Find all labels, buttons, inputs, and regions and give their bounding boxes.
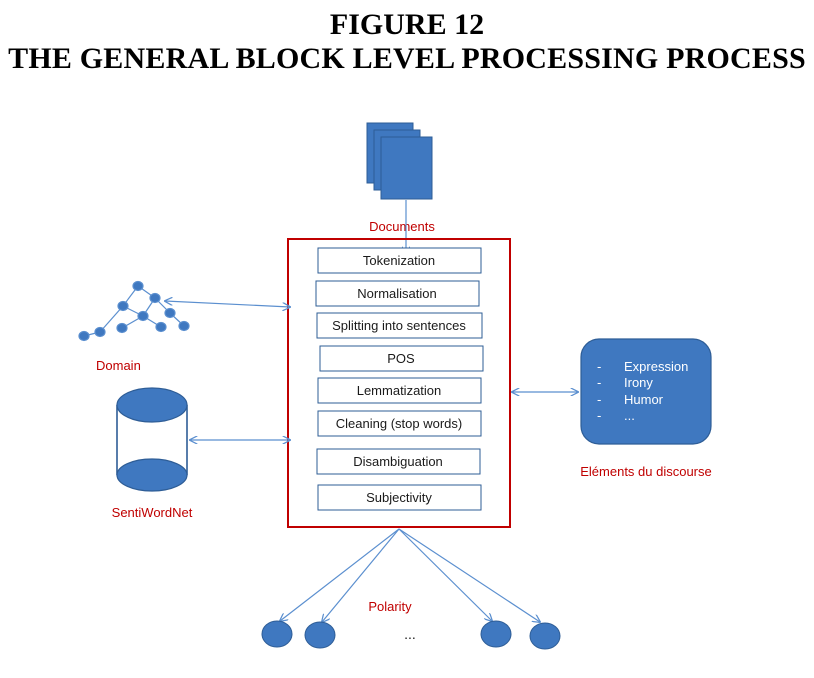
polarity-arrows — [280, 528, 540, 622]
domain-label: Domain — [96, 358, 141, 373]
step-label: Normalisation — [357, 286, 436, 301]
step-cleaning — [317, 410, 482, 437]
step-label: Lemmatization — [357, 383, 442, 398]
polarity-label: Polarity — [368, 599, 412, 614]
step-label: Subjectivity — [366, 490, 432, 505]
discourse-label: Eléments du discourse — [580, 464, 712, 479]
step-tokenization — [317, 247, 482, 274]
step-subjectivity — [317, 484, 482, 511]
step-normalisation — [315, 280, 480, 307]
step-lemmatization — [317, 377, 482, 404]
step-label: Splitting into sentences — [332, 318, 466, 333]
figure-title: THE GENERAL BLOCK LEVEL PROCESSING PROCE… — [8, 42, 806, 75]
processing-block — [287, 238, 511, 528]
step-disambiguation — [316, 448, 481, 475]
domain-tree-icon — [78, 280, 190, 342]
pipeline-steps: Tokenization Normalisation Splitting int… — [315, 247, 484, 511]
polarity-ellipsis: ... — [404, 626, 416, 642]
discourse-item: Expression — [624, 359, 688, 374]
documents-label: Documents — [369, 219, 435, 234]
discourse-list: - Expression - Irony - Humor - ... — [597, 359, 688, 423]
step-splitting — [316, 312, 483, 339]
bullet-dash: - — [597, 359, 601, 374]
domain-arrow — [165, 301, 290, 307]
figure-number: FIGURE 12 — [329, 8, 485, 41]
step-pos — [319, 345, 484, 372]
polarity-nodes — [261, 620, 561, 650]
bullet-dash: - — [597, 392, 601, 407]
database-icon — [116, 387, 188, 492]
bullet-dash: - — [597, 375, 601, 390]
step-label: Disambiguation — [353, 454, 443, 469]
discourse-box — [580, 338, 712, 445]
discourse-item: Humor — [624, 392, 664, 407]
step-label: Tokenization — [363, 253, 435, 268]
sentiwordnet-label: SentiWordNet — [112, 505, 193, 520]
step-label: Cleaning (stop words) — [336, 416, 462, 431]
discourse-item: ... — [624, 408, 635, 423]
discourse-item: Irony — [624, 375, 653, 390]
bullet-dash: - — [597, 408, 601, 423]
documents-icon — [366, 122, 433, 200]
step-label: POS — [387, 351, 415, 366]
